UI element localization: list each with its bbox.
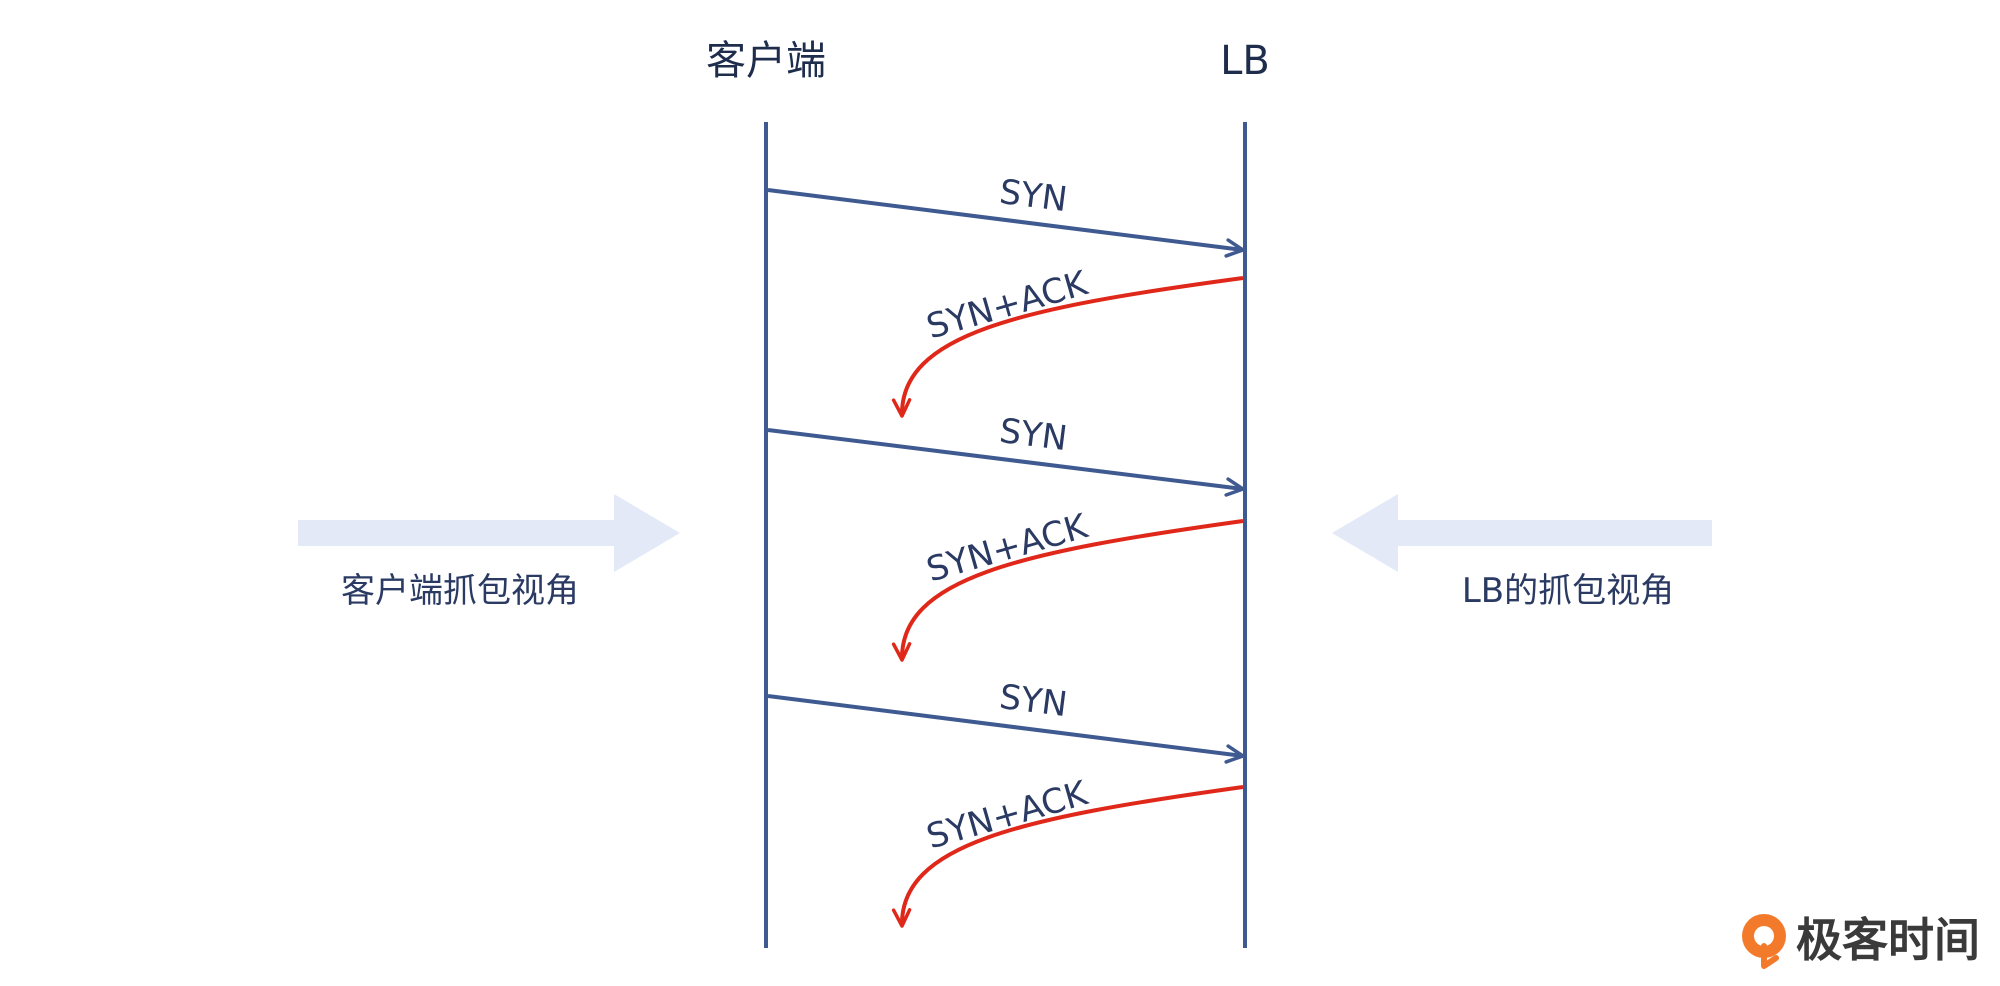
synack-arrow-3 bbox=[891, 785, 1244, 928]
synack-label-3: SYN+ACK bbox=[922, 773, 1093, 857]
lb-view-arrow bbox=[1332, 494, 1712, 572]
geektime-logo-text: 极客时间 bbox=[1796, 913, 1980, 967]
synack-label-2: SYN+ACK bbox=[922, 506, 1093, 590]
syn-arrow-1 bbox=[767, 188, 1245, 258]
participant-client-label: 客户端 bbox=[706, 38, 826, 84]
participant-lb-label: LB bbox=[1220, 38, 1270, 84]
syn-label-3: SYN bbox=[997, 677, 1069, 725]
lb-view-label: LB的抓包视角 bbox=[1462, 571, 1674, 611]
synack-label-1: SYN+ACK bbox=[922, 263, 1093, 347]
syn-label-2: SYN bbox=[997, 411, 1069, 459]
geektime-logo: 极客时间 bbox=[1742, 913, 1980, 969]
syn-arrow-2 bbox=[767, 428, 1245, 497]
syn-label-1: SYN bbox=[997, 172, 1069, 220]
synack-arrow-1 bbox=[891, 276, 1244, 418]
client-view-arrow bbox=[298, 494, 680, 572]
syn-arrow-3 bbox=[767, 694, 1245, 764]
client-view-label: 客户端抓包视角 bbox=[341, 571, 579, 611]
synack-arrow-2 bbox=[891, 519, 1244, 662]
geektime-logo-icon bbox=[1742, 914, 1786, 969]
